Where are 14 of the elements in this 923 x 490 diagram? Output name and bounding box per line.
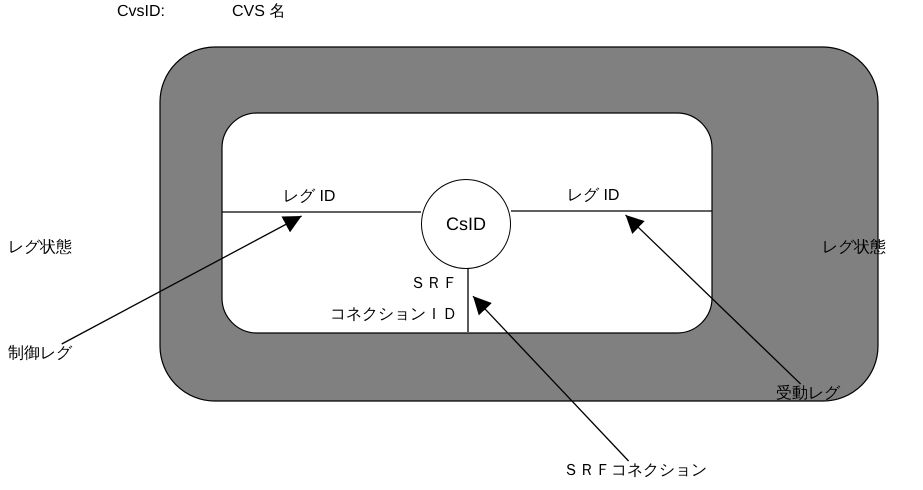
srf-label: ＳＲＦ: [410, 274, 458, 294]
connection-id-label: コネクションＩＤ: [330, 305, 458, 325]
cvs-name-label: CVS 名: [232, 2, 286, 22]
cvs-id-label: CvsID:: [117, 2, 165, 22]
leg-id-label: レグ ID: [567, 186, 620, 206]
leg-label: 受動レグ: [776, 384, 846, 404]
leader-arrow: [472, 296, 630, 462]
leg-id-label: レグ ID: [283, 187, 336, 207]
leg-label: 制御レグ: [8, 344, 78, 364]
connection-label: ＳＲＦコネクション: [563, 461, 713, 481]
leader-arrow: [61, 215, 302, 345]
leg-state-label: レグ状態: [8, 238, 72, 258]
leader-arrow: [625, 214, 802, 384]
leg-state-label: レグ状態: [822, 238, 886, 258]
